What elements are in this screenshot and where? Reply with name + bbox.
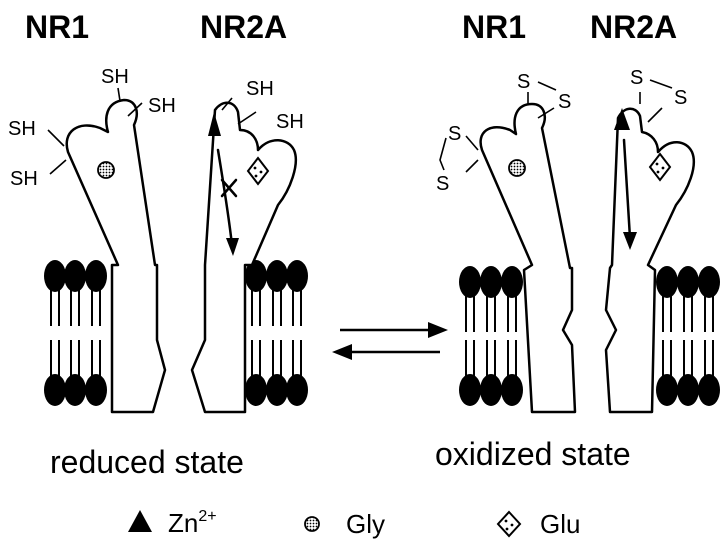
legend-gly-icon <box>304 516 320 532</box>
right-s-label-1: S <box>448 123 461 145</box>
left-sh-label-6: SH <box>276 111 304 133</box>
left-state-label: reduced state <box>50 444 244 480</box>
right-nr2a-ss-bond-2 <box>647 107 663 123</box>
left-nr1-gly-ligand <box>97 161 115 179</box>
left-sh-label-3: SH <box>101 66 129 88</box>
right-s-label-6: S <box>674 87 687 109</box>
right-nr1-ss-bond-2 <box>465 159 479 173</box>
right-s-label-2: S <box>436 173 449 195</box>
left-nr2a-subunit <box>190 101 297 414</box>
right-state-label: oxidized state <box>435 436 631 472</box>
right-nr1-disulfide-a <box>439 137 447 171</box>
left-sh-label-5: SH <box>246 78 274 100</box>
legend-gly-label: Gly <box>346 509 385 539</box>
right-nr2a-inhibition-arrow <box>622 138 632 240</box>
left-sh-label-2: SH <box>10 168 38 190</box>
left-nr1-sh-bond-2 <box>49 159 67 175</box>
left-sh-label-4: SH <box>148 95 176 117</box>
right-nr1-ss-bond-4 <box>537 107 555 119</box>
left-nr1-title: NR1 <box>25 9 89 45</box>
left-nr1-sh-bond-3 <box>117 87 121 102</box>
right-nr1-gly-ligand <box>508 159 526 177</box>
right-nr1-disulfide-b <box>537 81 557 91</box>
right-nr2a-disulfide <box>649 79 673 89</box>
legend: Zn2+ Gly Glu <box>128 508 580 539</box>
left-nr2a-title: NR2A <box>200 9 287 45</box>
equilibrium-arrows <box>332 322 448 360</box>
right-nr1-subunit <box>479 102 577 414</box>
left-membrane-nr1-side <box>43 259 108 407</box>
left-nr1-subunit <box>65 98 167 414</box>
left-nr2a-zn-ion <box>208 112 221 136</box>
legend-glu-label: Glu <box>540 509 580 539</box>
right-nr1-ss-bond-1 <box>465 135 479 151</box>
left-nr2a-arrowhead <box>226 238 239 256</box>
right-nr1-title: NR1 <box>462 9 526 45</box>
right-nr2a-arrowhead <box>623 232 637 250</box>
left-nr2a-blocked-x <box>220 178 238 198</box>
legend-zn-label: Zn2+ <box>168 508 217 538</box>
right-membrane-nr2a-side <box>655 265 720 407</box>
legend-zn-icon <box>128 510 152 532</box>
legend-glu-icon <box>496 510 522 538</box>
right-nr2a-glu-ligand <box>648 152 672 182</box>
right-s-label-3: S <box>517 71 530 93</box>
left-nr2a-sh-bond-2 <box>237 111 257 125</box>
left-membrane-nr2a-side <box>244 259 309 407</box>
left-nr2a-glu-ligand <box>246 156 270 186</box>
left-sh-label-1: SH <box>8 118 36 140</box>
right-s-label-5: S <box>630 67 643 89</box>
left-nr1-sh-bond-4 <box>127 102 143 117</box>
right-nr2a-zn-ion <box>614 108 630 130</box>
left-nr2a-sh-bond-1 <box>221 97 233 111</box>
right-s-label-4: S <box>558 91 571 113</box>
left-nr1-sh-bond-1 <box>47 129 65 147</box>
right-nr2a-title: NR2A <box>590 9 677 45</box>
right-membrane-nr1-side <box>458 265 524 407</box>
right-nr2a-subunit <box>604 107 695 414</box>
